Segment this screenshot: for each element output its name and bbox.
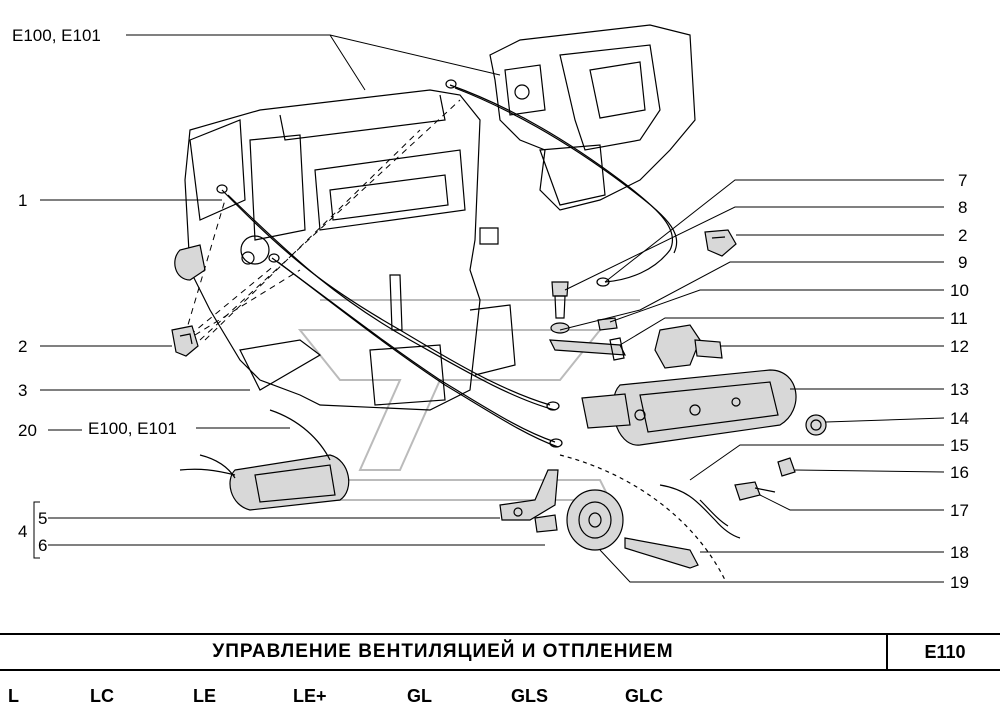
trim-levels: L LC LE LE+ GL GLS GLC	[0, 680, 1000, 720]
trim-glc: GLC	[625, 686, 663, 706]
trim-le-plus: LE+	[293, 686, 327, 706]
label-2-right: 2	[958, 226, 967, 245]
label-15: 15	[950, 436, 969, 455]
trim-gl: GL	[407, 686, 432, 706]
section-code: E110	[886, 635, 1000, 669]
screw-and-washer	[550, 281, 618, 334]
callout-labels: E100, E101 1 2 3 20 E100, E101 4 5 6 7 8…	[12, 26, 969, 592]
knob-cap	[805, 414, 827, 436]
label-e100-e101-20: E100, E101	[88, 419, 177, 438]
label-5: 5	[38, 509, 47, 528]
label-16: 16	[950, 463, 969, 482]
label-6: 6	[38, 536, 47, 555]
fan-switch	[654, 324, 723, 369]
label-e100-e101-top: E100, E101	[12, 26, 101, 45]
cable-bracket	[499, 469, 559, 533]
control-panel-housing	[581, 369, 797, 446]
trim-gls: GLS	[511, 686, 549, 706]
control-cables	[216, 79, 678, 448]
title-bar: УПРАВЛЕНИЕ ВЕНТИЛЯЦИЕЙ И ОТПЛЕНИЕМ E110	[0, 633, 1000, 671]
rotary-knob	[566, 489, 624, 551]
cable-clip-left	[171, 325, 199, 357]
control-shaft	[624, 537, 699, 569]
label-17: 17	[950, 501, 969, 520]
label-3: 3	[18, 381, 27, 400]
label-10: 10	[950, 281, 969, 300]
trim-le: LE	[193, 686, 217, 706]
heater-housing	[174, 89, 516, 411]
label-9: 9	[958, 253, 967, 272]
label-13: 13	[950, 380, 969, 399]
label-2-left: 2	[18, 337, 27, 356]
spring-clip	[777, 457, 796, 477]
control-lever	[548, 337, 627, 361]
control-unit-variant	[179, 409, 350, 511]
label-1: 1	[18, 191, 27, 210]
label-19: 19	[950, 573, 969, 592]
parts-diagram: E100, E101 1 2 3 20 E100, E101 4 5 6 7 8…	[12, 24, 969, 592]
label-20: 20	[18, 421, 37, 440]
label-11: 11	[950, 309, 968, 328]
illumination-lamp	[734, 481, 776, 501]
label-8: 8	[958, 198, 967, 217]
trim-lc: LC	[90, 686, 114, 706]
trim-l: L	[8, 686, 19, 706]
assembly-arrows	[184, 99, 461, 341]
cable-clip-right	[704, 229, 737, 257]
label-18: 18	[950, 543, 969, 562]
wire-harness	[559, 454, 741, 581]
leader-lines	[33, 34, 945, 583]
label-4: 4	[18, 522, 27, 541]
page-title: УПРАВЛЕНИЕ ВЕНТИЛЯЦИЕЙ И ОТПЛЕНИЕМ	[212, 641, 674, 662]
label-7: 7	[958, 171, 967, 190]
air-distributor	[489, 24, 696, 211]
label-12: 12	[950, 337, 969, 356]
label-14: 14	[950, 409, 969, 428]
